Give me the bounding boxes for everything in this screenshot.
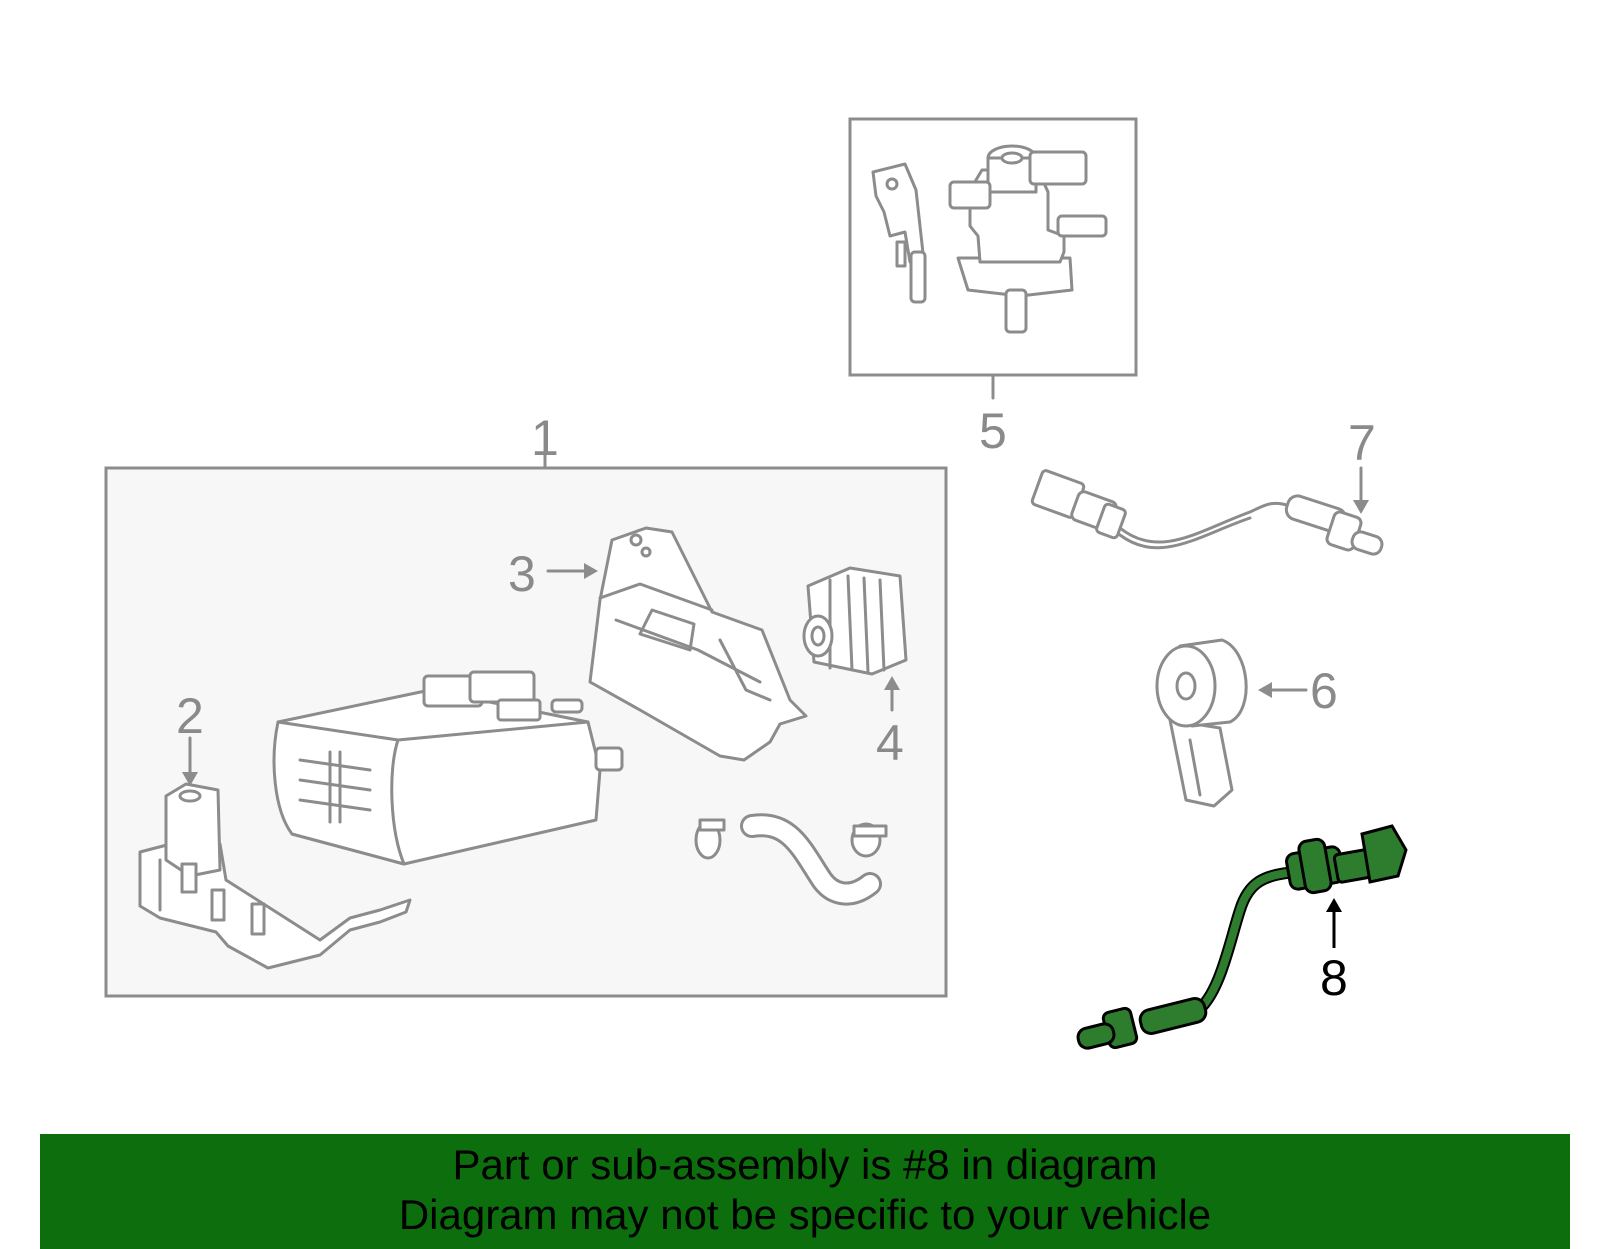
canister-bracket-part[interactable] <box>138 782 412 970</box>
callout-3: 3 <box>508 546 536 602</box>
callout-4: 4 <box>876 715 904 771</box>
banner-line-part-number: Part or sub-assembly is #8 in diagram <box>452 1141 1158 1188</box>
oxygen-sensor-downstream-part[interactable] <box>1076 824 1408 1050</box>
info-banner: Part or sub-assembly is #8 in diagram Di… <box>40 1134 1570 1249</box>
leader-arrows <box>182 466 1369 948</box>
vsv-valve-part[interactable] <box>871 144 1108 334</box>
oxygen-sensor-upstream-part[interactable] <box>1030 469 1384 557</box>
canister-filter-part[interactable] <box>802 566 908 676</box>
canister-cover-part[interactable] <box>588 526 808 762</box>
callout-2: 2 <box>176 688 204 744</box>
callout-1: 1 <box>531 410 559 466</box>
banner-line-disclaimer: Diagram may not be specific to your vehi… <box>398 1191 1212 1238</box>
callout-8: 8 <box>1320 950 1348 1006</box>
callout-5: 5 <box>979 403 1007 459</box>
knock-sensor-part[interactable] <box>1155 638 1248 808</box>
charcoal-canister-part[interactable] <box>272 670 624 866</box>
callout-6: 6 <box>1310 663 1338 719</box>
callout-7: 7 <box>1348 415 1376 471</box>
canister-hose-part[interactable] <box>694 813 888 906</box>
